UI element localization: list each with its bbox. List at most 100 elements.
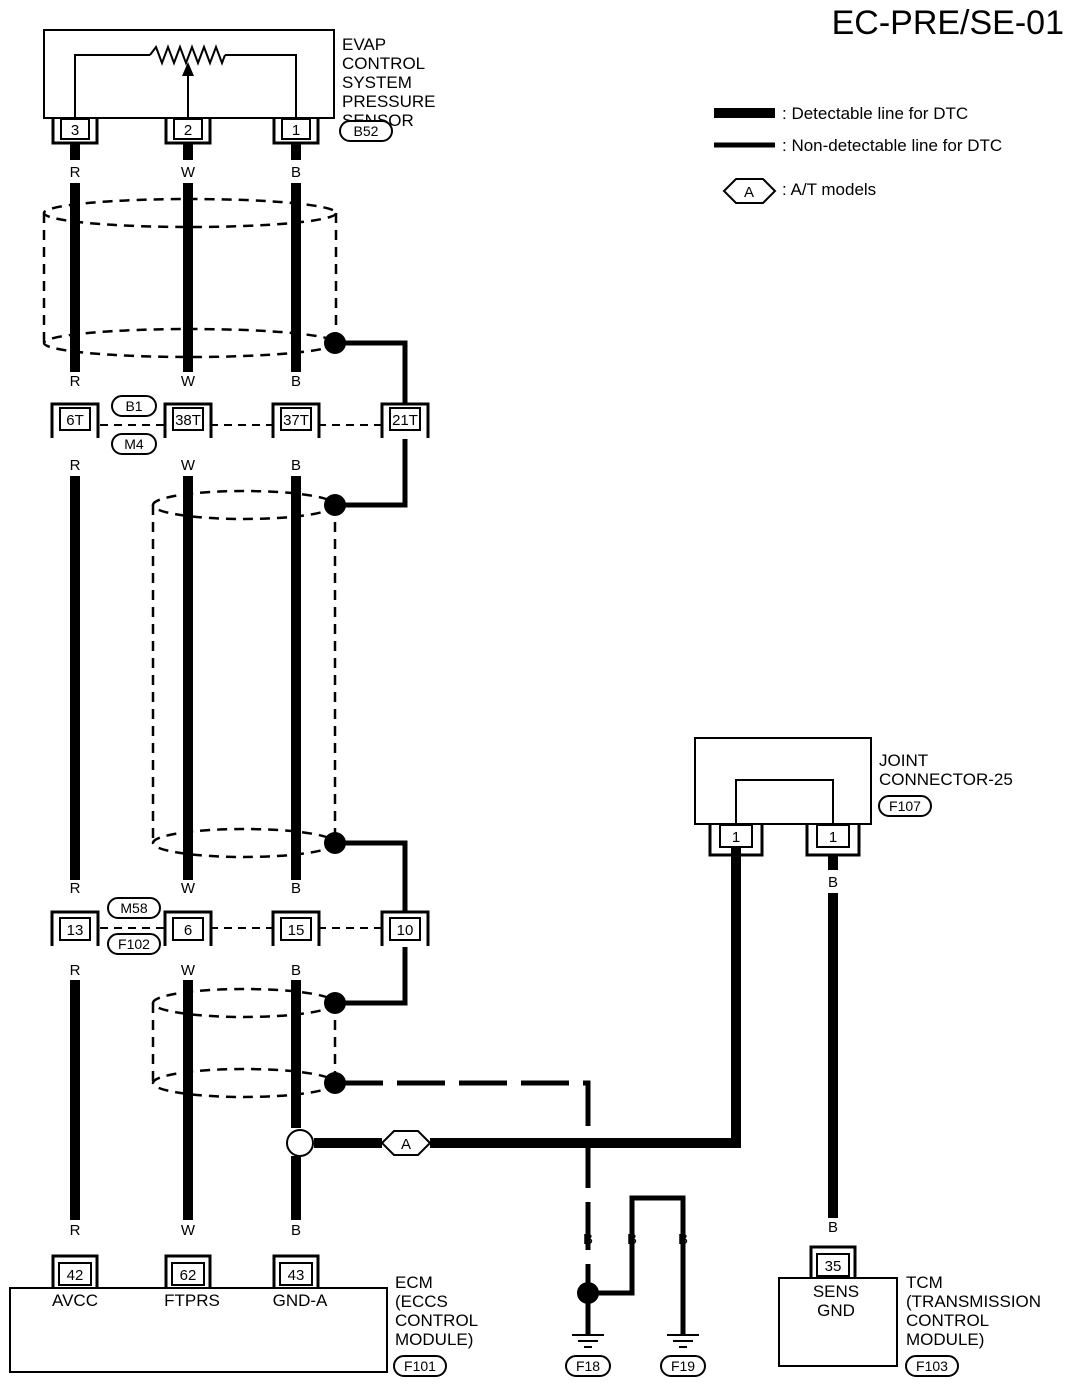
ecm-pin-62-bracket [164,1254,212,1288]
sensor-internal-wire [74,54,297,118]
junction-2-pin-shield-bracket [380,910,430,946]
junction-2-pin-shield-label: 10 [397,922,414,939]
junction-1-pin-r-label: 6T [66,412,84,429]
joint-connector: JOINT CONNECTOR-25 F107 1 1 [694,737,1013,857]
wire-label-w-1: W [181,164,196,181]
wire-label-r-4: R [70,880,81,897]
legend-at-models-label: : A/T models [782,180,876,199]
ecm-title-2: (ECCS [395,1292,448,1311]
junction-1-pin-w-bracket [163,402,213,438]
ecm-pin-43-bracket [272,1254,320,1288]
ecm-terminal-gnd-a: GND-A [273,1291,328,1310]
tcm-module: 35 SENS GND TCM (TRANSMISSION CONTROL MO… [778,1245,1041,1377]
wire-label-b-1: B [291,164,301,181]
ecm-pin-62 [171,1262,205,1286]
ecm-box [9,1287,388,1373]
splice-dot-5 [324,1072,346,1094]
tcm-pin-35-bracket [809,1245,857,1278]
junction-1-pin-w [172,407,204,431]
joint-internal-wire [735,779,834,824]
ecm-pin-42-label: 42 [67,1267,84,1284]
legend-at-symbol [722,178,777,204]
resistor-icon [149,44,226,66]
joint-pin-1b [816,824,850,848]
ecm-pin-43 [279,1262,313,1286]
wire-label-joint-b-1: B [828,874,838,891]
junction-1-pin-b-bracket [271,402,321,438]
joint-pin-1b-bracket [805,825,861,857]
ground-f19-label: F19 [671,1358,695,1374]
wire-label-r-2: R [70,373,81,390]
wire-label-b-4: B [291,880,301,897]
splice-open-circle [286,1129,314,1157]
junction-2-pin-r-bracket [50,910,100,946]
ground-wire-f19 [588,1195,686,1335]
wire-label-r-5: R [70,962,81,979]
sensor-title-4: PRESSURE [342,92,436,111]
junction-2-pin-b-bracket [271,910,321,946]
tcm-title-4: MODULE) [906,1330,984,1349]
tcm-title-2: (TRANSMISSION [906,1292,1041,1311]
junction-2-pin-r [59,917,91,941]
legend-detectable-label: : Detectable line for DTC [782,104,968,123]
junction-1-pin-r-bracket [50,402,100,438]
ground-f18-badge [565,1355,611,1377]
grounds [565,1334,706,1377]
shields [42,197,338,1099]
diagram-title: EC-PRE/SE-01 [832,4,1064,42]
ecm-terminal-avcc: AVCC [52,1291,98,1310]
ecm-terminal-ftprs: FTPRS [164,1291,220,1310]
junction-2: 13 6 15 10 M58 F102 [50,897,430,955]
main-wires [70,143,838,1220]
shield-wire-upper-a [335,340,408,403]
wire-color-labels: R W B R W B R W B R W B R W B R W B B B … [70,164,838,1248]
sensor-pin-3-label: 3 [71,122,79,139]
junction-2-pin-b-label: 15 [288,922,305,939]
ecm-title-4: MODULE) [395,1330,473,1349]
wire-label-w-3: W [181,457,196,474]
shield-2-top [151,489,337,521]
wire-label-ground-b-2: B [627,1231,637,1248]
ecm-pin-42 [58,1262,92,1286]
junction-1-connector-m4 [111,433,157,455]
junction-1-pin-shield-bracket [380,402,430,438]
junction-1-pin-b [280,407,312,431]
junction-2-pin-w [172,917,204,941]
tcm-pin-35-label: 35 [825,1258,842,1275]
shield-3-bottom [151,1067,337,1099]
wire-label-b-6: B [291,1222,301,1239]
shield-ground-wire [335,1080,591,1287]
wire-label-w-2: W [181,373,196,390]
shield-wires [335,340,686,1335]
junction-2-connector-m58-label: M58 [120,900,147,916]
wire-label-w-6: W [181,1222,196,1239]
ecm-module: 42 62 43 AVCC FTPRS GND-A ECM (ECCS CONT… [9,1254,478,1377]
junction-2-connector-f102-label: F102 [118,936,150,952]
tcm-terminal-2: GND [817,1301,855,1320]
joint-pin-1a-label: 1 [732,829,740,846]
splice-dot-4 [324,992,346,1014]
shield-wire-lower-b [335,947,408,1006]
sensor-title-2: CONTROL [342,54,425,73]
ecm-title-3: CONTROL [395,1311,478,1330]
wire-at-branch-right [430,845,741,1148]
junction-1-pin-b-label: 37T [283,412,309,429]
legend-non-detectable-label: : Non-detectable line for DTC [782,136,1002,155]
wire-label-r-3: R [70,457,81,474]
junction-1-pin-shield-label: 21T [392,412,418,429]
sensor-pin-3 [60,118,90,140]
joint-pin-1b-label: 1 [829,829,837,846]
ecm-pin-62-label: 62 [180,1267,197,1284]
joint-connector-label: F107 [889,798,921,814]
junction-1-connector-b1 [111,395,157,417]
tcm-connector-label: F103 [916,1358,948,1374]
sensor-connector-badge [339,120,393,142]
ecm-title-1: ECM [395,1273,433,1292]
wire-label-w-4: W [181,880,196,897]
junction-1-connector-m4-label: M4 [124,436,144,452]
tcm-title-1: TCM [906,1273,943,1292]
ecm-connector-badge [393,1355,447,1377]
junction-2-pin-b [280,917,312,941]
joint-connector-badge [878,795,932,817]
